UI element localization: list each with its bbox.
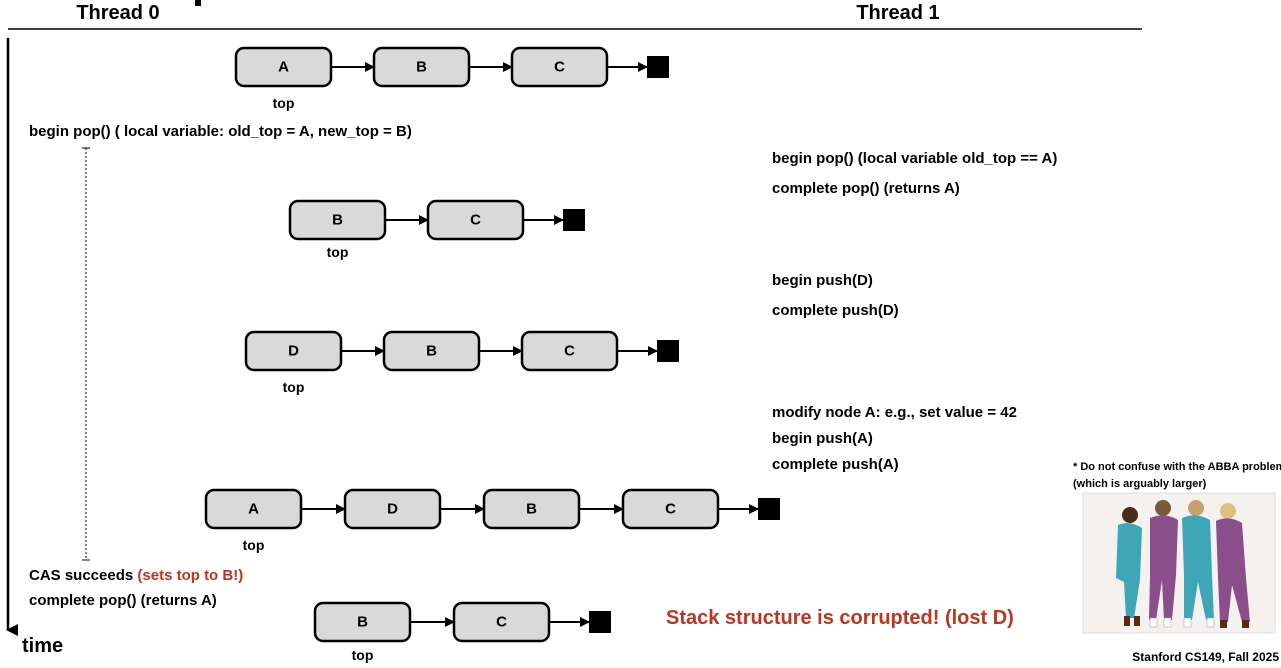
aside-note-line2: (which is arguably larger) xyxy=(1073,478,1207,490)
list-node: A xyxy=(204,488,303,530)
thread1-step: begin pop() (local variable old_top == A… xyxy=(772,150,1057,167)
thread0-cas-highlight: (sets top to B!) xyxy=(137,567,243,584)
list-node: B xyxy=(313,601,412,643)
thread1-step: begin push(A) xyxy=(772,430,873,447)
top-pointer-label: top xyxy=(273,95,295,111)
list-node-label: B xyxy=(332,212,343,229)
null-terminator xyxy=(647,56,669,78)
list-node: A xyxy=(234,46,333,88)
list-node-label: B xyxy=(426,343,437,360)
list-node-label: C xyxy=(496,614,507,631)
list-node: C xyxy=(452,601,551,643)
figure-purple-right xyxy=(1216,503,1250,628)
list-node: C xyxy=(426,199,525,241)
list-node: D xyxy=(343,488,442,530)
thread0-cas-prefix: CAS succeeds xyxy=(29,567,137,584)
list-node-label: A xyxy=(248,501,259,518)
list-node-label: C xyxy=(470,212,481,229)
list-node-label: C xyxy=(564,343,575,360)
photo xyxy=(1082,492,1276,634)
corrupted-message: Stack structure is corrupted! (lost D) xyxy=(666,607,1014,629)
list-node: C xyxy=(510,46,609,88)
list-node-label: B xyxy=(416,59,427,76)
footer-credit: Stanford CS149, Fall 2025 xyxy=(1132,650,1279,664)
thread0-cas-succeeds: CAS succeeds (sets top to B!) xyxy=(29,567,243,584)
list-node-label: A xyxy=(278,59,289,76)
top-pointer-label: top xyxy=(327,244,349,260)
thread1-step: complete push(D) xyxy=(772,302,899,319)
list-node-label: B xyxy=(357,614,368,631)
thread1-step: begin push(D) xyxy=(772,272,873,289)
thread1-header: Thread 1 xyxy=(856,2,939,24)
thread1-step: complete push(A) xyxy=(772,456,899,473)
figure-teal-left xyxy=(1116,507,1142,626)
figure-purple-left xyxy=(1149,500,1178,628)
list-node: B xyxy=(482,488,581,530)
list-node: C xyxy=(520,330,619,372)
thread0-complete-pop: complete pop() (returns A) xyxy=(29,592,217,609)
list-node: B xyxy=(288,199,387,241)
thread1-step: complete pop() (returns A) xyxy=(772,180,960,197)
list-node: B xyxy=(372,46,471,88)
thread0-begin-pop: begin pop() ( local variable: old_top = … xyxy=(29,123,412,140)
top-pointer-label: top xyxy=(243,537,265,553)
top-pointer-label: top xyxy=(283,379,305,395)
null-terminator xyxy=(657,340,679,362)
thread0-header: Thread 0 xyxy=(76,2,159,24)
list-node-label: C xyxy=(665,501,676,518)
list-node-label: C xyxy=(554,59,565,76)
list-node: C xyxy=(621,488,720,530)
aside-note-line1: * Do not confuse with the ABBA problem xyxy=(1073,461,1281,473)
list-node: B xyxy=(382,330,481,372)
thread1-step: modify node A: e.g., set value = 42 xyxy=(772,404,1017,421)
list-node-label: D xyxy=(387,501,398,518)
title-stub xyxy=(195,0,201,6)
time-label: time xyxy=(22,635,63,657)
list-node-label: D xyxy=(288,343,299,360)
top-pointer-label: top xyxy=(352,647,374,663)
list-node: D xyxy=(244,330,343,372)
null-terminator xyxy=(758,498,780,520)
null-terminator xyxy=(563,209,585,231)
null-terminator xyxy=(589,611,611,633)
list-node-label: B xyxy=(526,501,537,518)
figure-teal-right xyxy=(1182,500,1215,628)
